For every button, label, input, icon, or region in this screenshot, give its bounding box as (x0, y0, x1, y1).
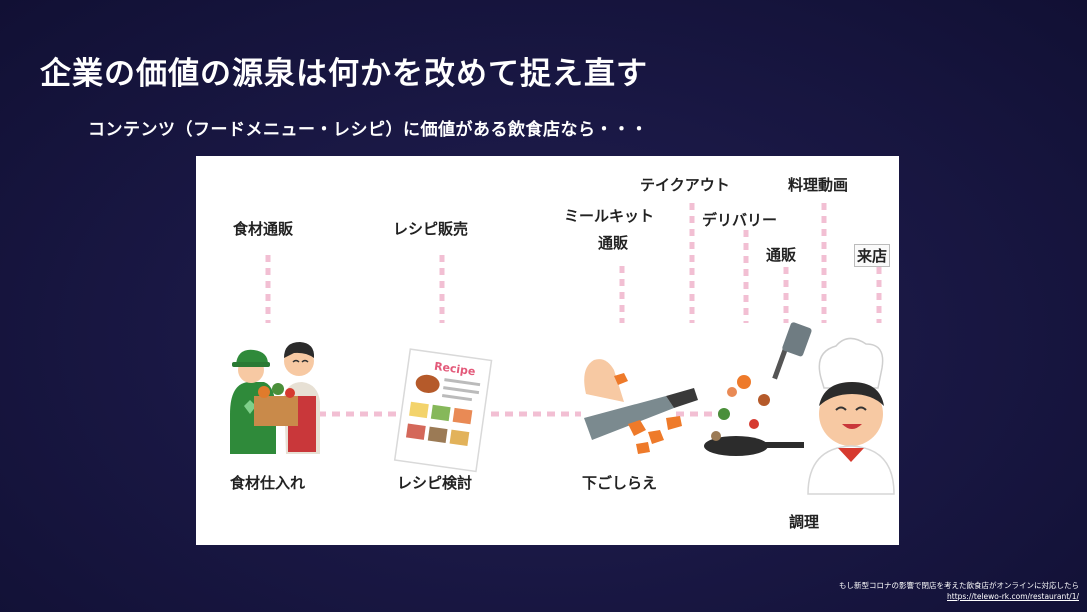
recipe-card-illustration: Recipe (393, 348, 493, 473)
offshoot-label-cooking-mail-order: 通販 (766, 246, 797, 264)
offshoot-label-recipe-sales: レシピ販売 (393, 220, 469, 238)
prep-illustration (584, 359, 698, 454)
source-citation: もし新型コロナの影響で閉店を考えた飲食店がオンラインに対応したら https:/… (839, 580, 1079, 602)
stage-label-cooking: 調理 (789, 513, 820, 531)
recipe-card-title: Recipe (433, 360, 476, 379)
stage-label-recipe-development: レシピ検討 (397, 474, 473, 492)
source-link[interactable]: https://telewo-rk.com/restaurant/1/ (947, 592, 1079, 601)
grocer-illustration (230, 342, 320, 454)
chef-illustration (704, 322, 895, 495)
offshoot-label-delivery: デリバリー (702, 211, 778, 229)
offshoot-label-takeout: テイクアウト (640, 176, 730, 194)
offshoot-label-meal-kit-mail-order: 通販 (598, 234, 629, 252)
slide-title: 企業の価値の源泉は何かを改めて捉え直す (40, 56, 648, 92)
source-caption: もし新型コロナの影響で閉店を考えた飲食店がオンラインに対応したら (839, 581, 1079, 590)
slide-subtitle: コンテンツ（フードメニュー・レシピ）に価値がある飲食店なら・・・ (88, 120, 648, 140)
offshoot-label-ingredient-mail-order: 食材通販 (233, 220, 294, 238)
diagram-canvas: Recipe (230, 203, 895, 495)
offshoot-label-meal-kit: ミールキット (564, 207, 655, 225)
value-chain-diagram: Recipe (196, 156, 899, 545)
offshoot-label-visit: 来店 (854, 244, 891, 267)
offshoot-label-cooking-video: 料理動画 (788, 176, 849, 194)
stage-label-preparation: 下ごしらえ (582, 474, 658, 492)
stage-label-procurement: 食材仕入れ (230, 474, 306, 492)
